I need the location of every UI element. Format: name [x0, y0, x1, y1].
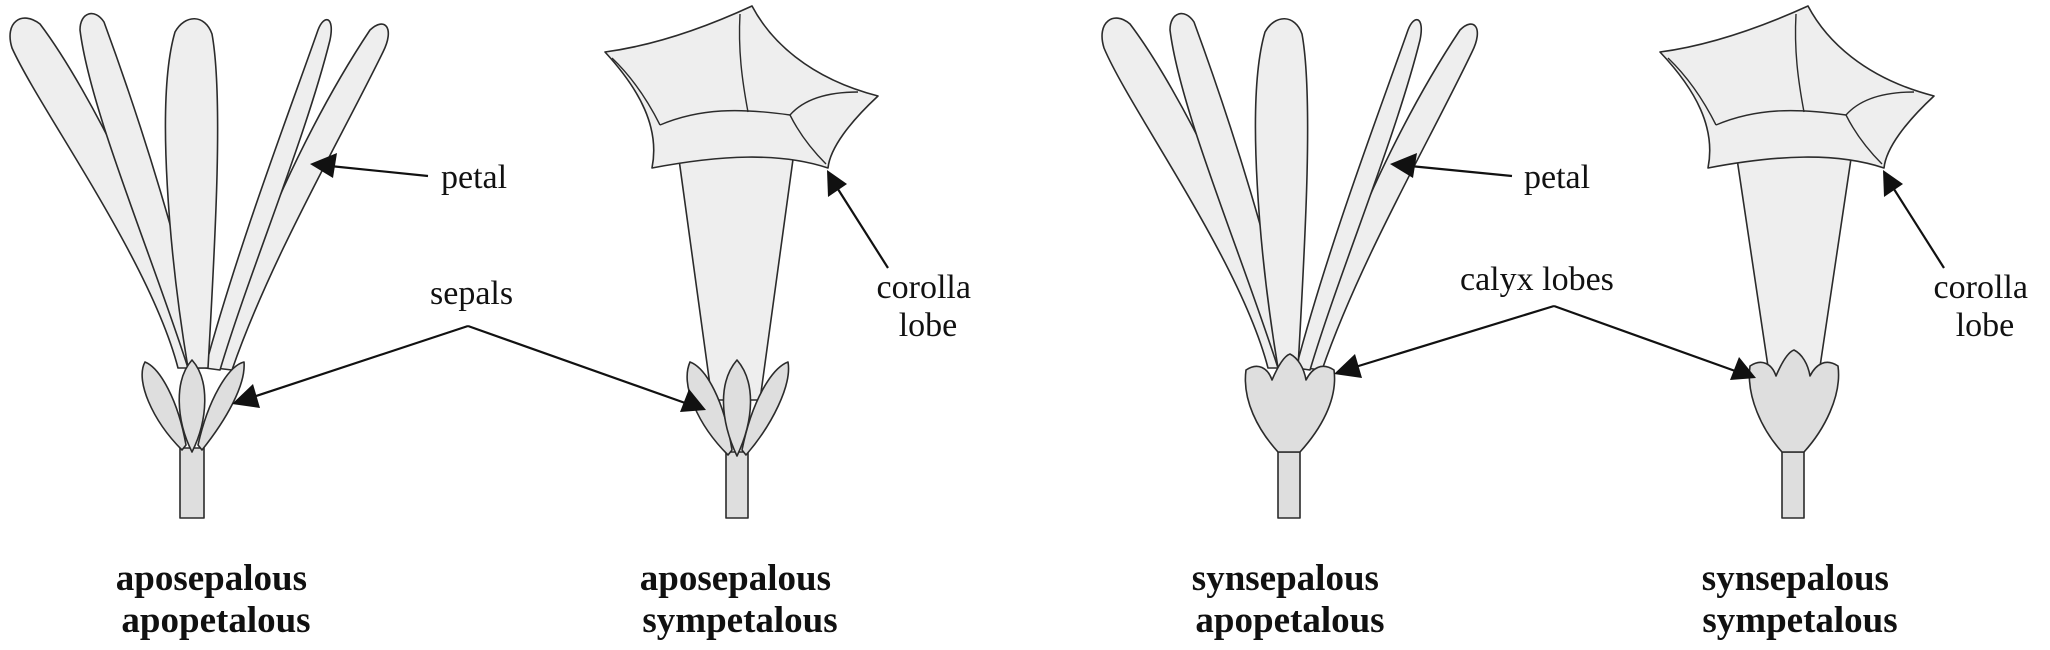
- petal: [164, 17, 219, 369]
- flower-synsepalous-sympetalous: [1659, 5, 1935, 519]
- sepal: [141, 361, 187, 451]
- caption-synsepalous-apopetalous: synsepalous apopetalous: [1192, 558, 1388, 641]
- sepal: [178, 359, 206, 453]
- corolla-limb: [1659, 5, 1935, 169]
- lobe-label-line: lobe: [1956, 307, 2015, 344]
- leader-petal-2: [1390, 153, 1513, 178]
- leader-petal-1: [310, 153, 429, 178]
- caption-line-1: aposepalous: [116, 558, 307, 599]
- leader-sepals: [232, 324, 706, 412]
- corolla-lobe-label: corolla lobe: [877, 269, 980, 344]
- corolla-label-line: corolla: [1934, 269, 2028, 306]
- leader-calyx-lobes: [1334, 304, 1756, 380]
- flower-aposepalous-apopetalous: [9, 12, 389, 519]
- petal: [1295, 19, 1422, 371]
- pedicel: [725, 451, 749, 519]
- sepal: [741, 361, 790, 456]
- caption-aposepalous-sympetalous: aposepalous sympetalous: [640, 558, 840, 641]
- caption-line-2: apopetalous: [1195, 600, 1384, 641]
- caption-aposepalous-apopetalous: aposepalous apopetalous: [116, 558, 316, 641]
- corolla-limb: [604, 5, 879, 169]
- petal: [204, 19, 332, 371]
- sepal: [197, 361, 245, 451]
- petal-label: petal: [441, 159, 507, 196]
- calyx-lobes-label: calyx lobes: [1460, 261, 1614, 298]
- flower-aposepalous-sympetalous: [604, 5, 879, 519]
- sepals-label: sepals: [430, 275, 513, 312]
- sepal: [722, 359, 752, 457]
- caption-line-2: sympetalous: [1702, 600, 1897, 641]
- caption-line-2: sympetalous: [642, 600, 837, 641]
- petal: [1254, 17, 1309, 369]
- leader-corolla-lobe-1: [827, 170, 889, 269]
- fused-calyx: [1244, 353, 1336, 453]
- fused-calyx: [1748, 349, 1840, 453]
- petal-label: petal: [1524, 159, 1590, 196]
- caption-line-1: synsepalous: [1702, 558, 1889, 599]
- caption-line-2: apopetalous: [121, 600, 310, 641]
- corolla-lobe-label: corolla lobe: [1934, 269, 2037, 344]
- pedicel: [179, 447, 205, 519]
- caption-line-1: synsepalous: [1192, 558, 1379, 599]
- pedicel: [1781, 451, 1805, 519]
- flower-synsepalous-apopetalous: [1101, 12, 1478, 519]
- caption-synsepalous-sympetalous: synsepalous sympetalous: [1702, 558, 1898, 641]
- pedicel: [1277, 451, 1301, 519]
- lobe-label-line: lobe: [899, 307, 958, 344]
- corolla-label-line: corolla: [877, 269, 971, 306]
- corolla-tube: [1735, 151, 1853, 381]
- caption-line-1: aposepalous: [640, 558, 831, 599]
- leader-corolla-lobe-2: [1883, 170, 1945, 269]
